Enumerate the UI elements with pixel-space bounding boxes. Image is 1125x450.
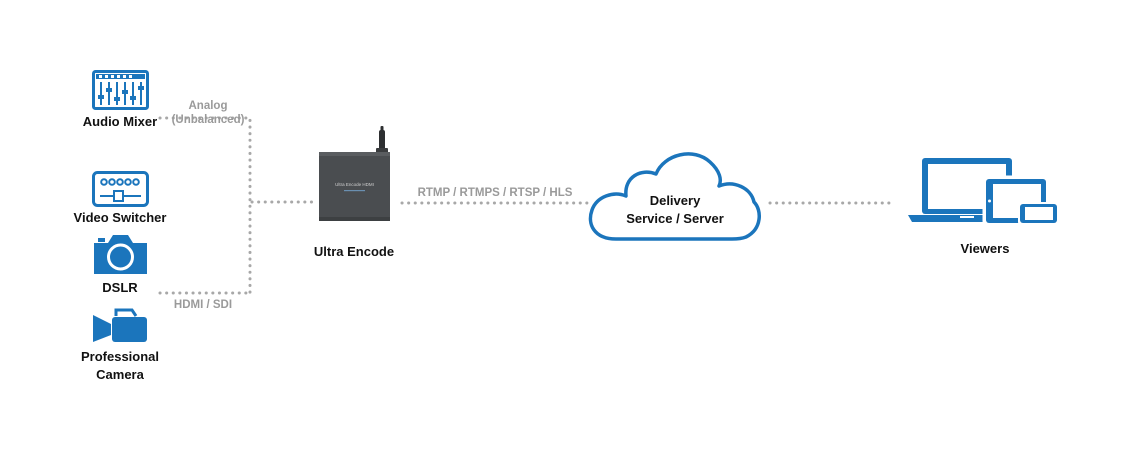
professional-camera-icon	[93, 308, 147, 342]
hdmi-sdi-label: HDMI / SDI	[173, 299, 233, 311]
ultra-encode-device-icon: Ultra Encode HDMI	[319, 126, 390, 221]
protocols-label: RTMP / RTMPS / RTSP / HLS	[417, 187, 573, 199]
cloud-icon	[588, 152, 761, 241]
audio-mixer-icon	[92, 70, 149, 110]
dslr-camera-icon	[94, 235, 147, 274]
viewers-label: Viewers	[960, 241, 1010, 256]
professional-camera-label-line1: Professional	[80, 349, 160, 364]
video-switcher-label: Video Switcher	[73, 210, 167, 225]
cloud-label-line2: Service / Server	[626, 211, 724, 226]
phone-icon	[1018, 202, 1059, 225]
analog-connector	[158, 116, 252, 295]
analog-unbalanced-label: (Unbalanced)	[171, 114, 245, 126]
video-switcher-icon	[92, 171, 149, 207]
audio-mixer-label: Audio Mixer	[82, 114, 158, 129]
dslr-label: DSLR	[102, 280, 138, 295]
viewer-devices-icon	[908, 158, 1059, 226]
device-text: Ultra Encode HDMI	[335, 182, 374, 187]
analog-connection-label: Analog	[188, 100, 228, 112]
professional-camera-label-line2: Camera	[96, 367, 144, 382]
ultra-encode-label: Ultra Encode	[313, 244, 395, 259]
cloud-label-line1: Delivery	[649, 193, 701, 208]
